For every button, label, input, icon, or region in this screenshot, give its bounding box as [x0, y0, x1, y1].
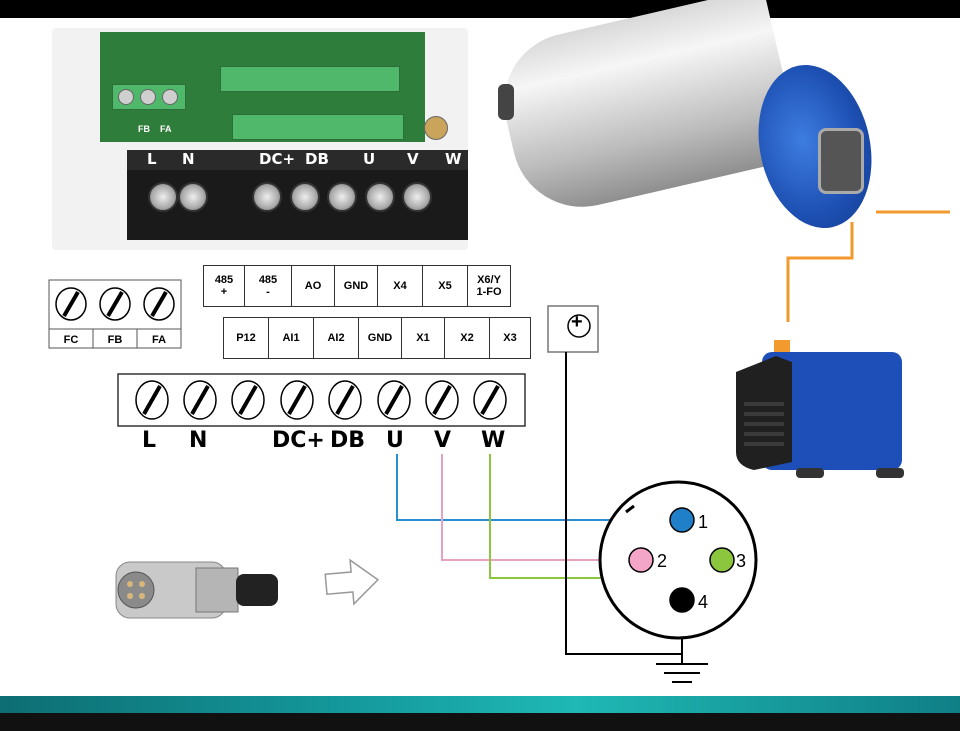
- relay-label-fc: FC: [64, 334, 79, 346]
- screw-v: [365, 182, 395, 212]
- power-label-w: W: [481, 428, 506, 453]
- pump-foot: [876, 468, 904, 478]
- u-wire: [396, 454, 672, 521]
- photo-label-dc: DC+: [259, 150, 296, 168]
- terminal-board-photo: FB FA L N DC+ DB U V W: [52, 28, 468, 250]
- ground-wire: [565, 352, 682, 655]
- photo-label-l: L: [147, 150, 157, 168]
- terminal-ai1: AI1: [268, 317, 314, 359]
- relay-screw-slot: [150, 290, 168, 318]
- terminal-485-plus: 485 +: [203, 265, 245, 307]
- terminal-x3: X3: [489, 317, 531, 359]
- ground-plus-icon: +: [571, 311, 583, 333]
- signal-terminal-bottom: [232, 114, 404, 140]
- relay-screw-slot: [62, 290, 80, 318]
- ground-circle: [567, 314, 591, 338]
- aviation-plug-icon: [115, 561, 278, 619]
- power-label-n: N: [189, 428, 208, 453]
- pin-2-label: 2: [657, 551, 667, 571]
- photo-label-v: V: [407, 150, 419, 168]
- signal-terminal-top: [220, 66, 400, 92]
- power-block: [117, 373, 526, 427]
- pin-4-label: 4: [698, 592, 708, 612]
- photo-label-w: W: [445, 150, 462, 168]
- screw-dc: [252, 182, 282, 212]
- power-label-u: U: [386, 428, 404, 453]
- power-label-strip: L N DC+ DB U V W: [127, 150, 468, 170]
- power-label-v: V: [434, 428, 452, 453]
- plug-key: [625, 504, 635, 514]
- spindle-shaft: [498, 84, 514, 120]
- screw-db: [290, 182, 320, 212]
- screw-w: [402, 182, 432, 212]
- water-pump: [736, 340, 904, 478]
- terminal-x2: X2: [444, 317, 490, 359]
- power-label-db: DB: [330, 428, 366, 453]
- photo-label-u: U: [363, 150, 376, 168]
- plug-face: [598, 480, 758, 640]
- screw-n: [178, 182, 208, 212]
- pump-foot: [796, 468, 824, 478]
- photo-label-n: N: [182, 150, 195, 168]
- terminal-p12: P12: [223, 317, 269, 359]
- photo-label-db: DB: [305, 150, 329, 168]
- pin-2: [628, 547, 654, 573]
- hose-line: [786, 222, 854, 322]
- spindle-connector: [818, 128, 864, 194]
- pump-vent: [744, 402, 784, 446]
- arrow-icon: [324, 558, 380, 606]
- terminal-ao: AO: [291, 265, 335, 307]
- terminal-gnd-bottom: GND: [358, 317, 402, 359]
- relay-label-fa: FA: [152, 334, 166, 346]
- photo-label-fa: FA: [160, 124, 172, 134]
- terminal-gnd-top: GND: [334, 265, 378, 307]
- terminal-x1: X1: [401, 317, 445, 359]
- relay-screw-slot: [106, 290, 124, 318]
- pin-3: [709, 547, 735, 573]
- terminal-485-minus: 485 -: [244, 265, 292, 307]
- power-label-dc: DC+: [272, 428, 325, 453]
- pin-1-label: 1: [698, 512, 708, 532]
- pin-4: [669, 587, 695, 613]
- terminal-x4: X4: [377, 265, 423, 307]
- relay-label-fb: FB: [108, 334, 123, 346]
- photo-label-fb: FB: [138, 124, 150, 134]
- screw-l: [148, 182, 178, 212]
- bottom-dark-bar: [0, 713, 960, 731]
- terminal-x6: X6/Y 1-FO: [467, 265, 511, 307]
- pin-1: [669, 507, 695, 533]
- power-label-l: L: [142, 428, 157, 453]
- pump-body: [762, 352, 902, 470]
- terminal-ai2: AI2: [313, 317, 359, 359]
- pin-3-label: 3: [736, 551, 746, 571]
- terminal-x5: X5: [422, 265, 468, 307]
- screw-u: [327, 182, 357, 212]
- v-wire: [441, 454, 626, 561]
